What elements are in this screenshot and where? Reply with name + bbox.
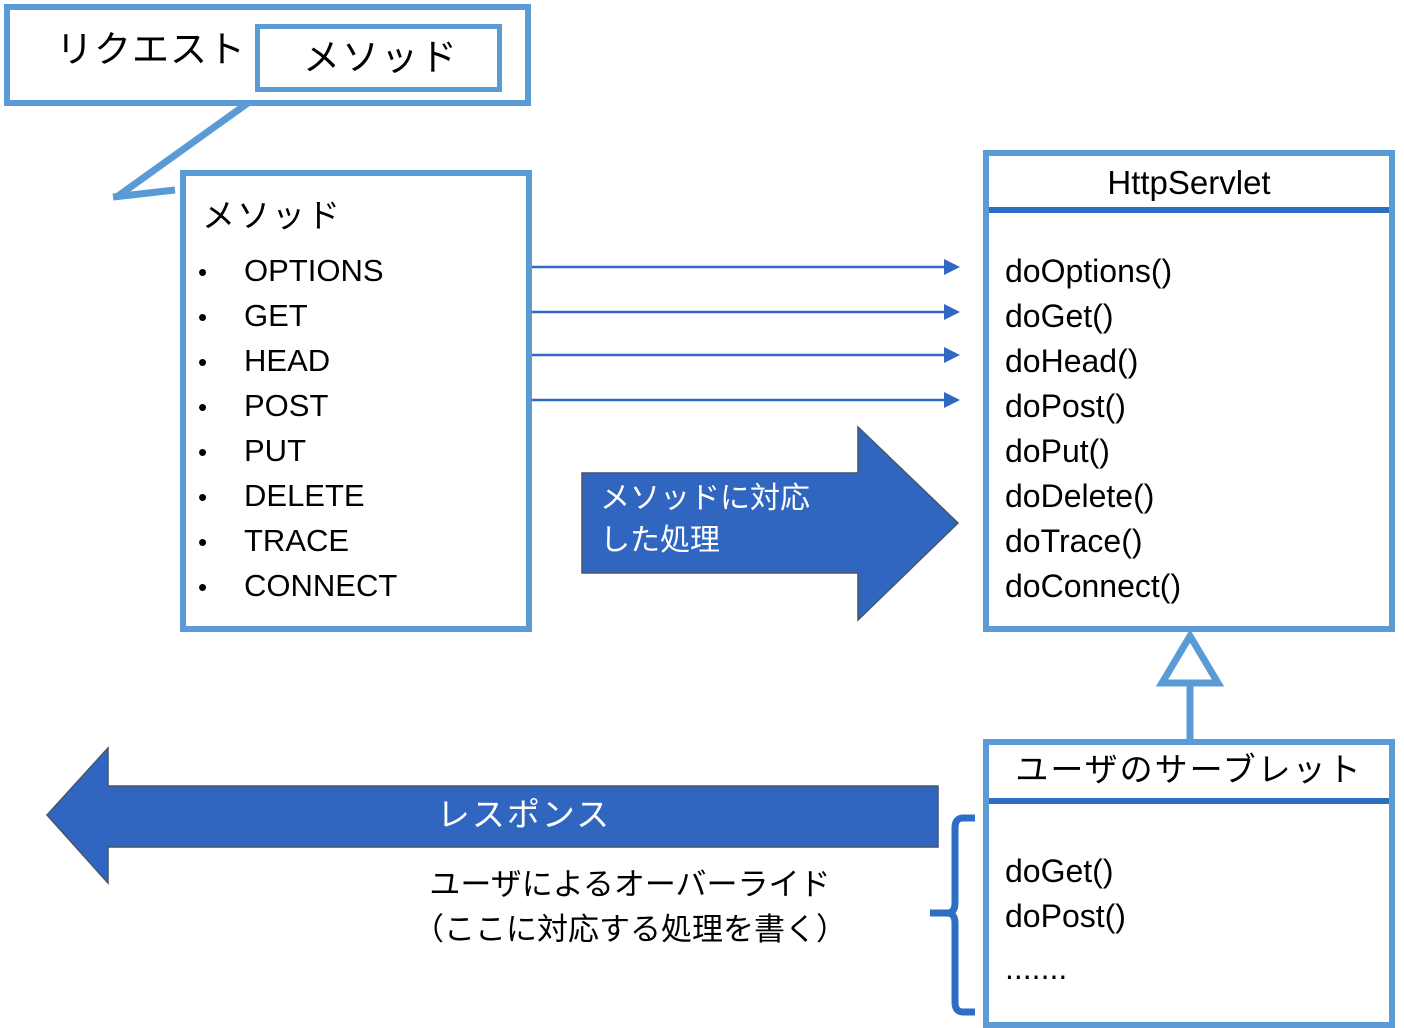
override-note: ユーザによるオーバーライド （ここに対応する処理を書く） [330, 862, 930, 952]
method-list-item-label: GET [244, 298, 308, 333]
process-arrow-label: メソッドに対応 した処理 [600, 478, 860, 562]
method-list-item-label: POST [244, 388, 329, 423]
method-list-box [180, 170, 532, 632]
override-note-line1: ユーザによるオーバーライド [429, 867, 831, 902]
bullet-icon: • [198, 482, 208, 512]
httpservlet-method: doDelete() [1005, 478, 1155, 514]
httpservlet-method: doGet() [1005, 298, 1114, 334]
httpservlet-title: HttpServlet [1107, 164, 1271, 201]
bullet-icon: • [198, 437, 208, 467]
user-servlet-title: ユーザのサーブレット [1015, 751, 1363, 788]
method-list-item-label: HEAD [244, 343, 331, 378]
method-list-item-label: OPTIONS [244, 253, 384, 288]
process-arrow-label-line2: した処理 [600, 524, 720, 557]
method-tag-box [255, 24, 502, 92]
method-tag-label: メソッド [303, 37, 459, 78]
method-list-item-label: TRACE [244, 523, 350, 558]
bullet-icon: • [198, 527, 208, 557]
method-list-item: • OPTIONS [198, 255, 384, 288]
bullet-icon: • [198, 572, 208, 602]
user-servlet-box [983, 739, 1395, 1028]
method-list-title: メソッド [202, 197, 342, 234]
user-servlet-method: ....... [1005, 950, 1068, 986]
method-list-item: • DELETE [198, 480, 365, 513]
response-arrow-label: レスポンス [436, 796, 612, 833]
user-servlet-title-divider [989, 798, 1389, 804]
httpservlet-method: doConnect() [1005, 568, 1182, 604]
bullet-icon: • [198, 257, 208, 287]
override-brace [930, 814, 975, 1016]
method-list-item: • POST [198, 390, 328, 423]
method-list-item-label: DELETE [244, 478, 365, 513]
httpservlet-method: doPost() [1005, 388, 1126, 424]
method-list-item: • GET [198, 300, 308, 333]
method-list-item: • PUT [198, 435, 306, 468]
method-list-item-label: CONNECT [244, 568, 398, 603]
method-list-item: • TRACE [198, 525, 349, 558]
httpservlet-title-divider [989, 207, 1389, 213]
inheritance-connector [1155, 629, 1225, 742]
method-list-item-label: PUT [244, 433, 306, 468]
httpservlet-method: doOptions() [1005, 253, 1173, 289]
httpservlet-method: doHead() [1005, 343, 1139, 379]
request-label: リクエスト [56, 29, 246, 70]
httpservlet-method: doPut() [1005, 433, 1110, 469]
method-list-item: • HEAD [198, 345, 330, 378]
httpservlet-box [983, 150, 1395, 632]
override-note-line2: （ここに対応する処理を書く） [413, 912, 847, 947]
user-servlet-method: doPost() [1005, 898, 1126, 934]
httpservlet-method: doTrace() [1005, 523, 1143, 559]
method-list-item: • CONNECT [198, 570, 397, 603]
user-servlet-method: doGet() [1005, 853, 1114, 889]
bullet-icon: • [198, 392, 208, 422]
bullet-icon: • [198, 347, 208, 377]
process-arrow-label-line1: メソッドに対応 [600, 482, 810, 515]
bullet-icon: • [198, 302, 208, 332]
